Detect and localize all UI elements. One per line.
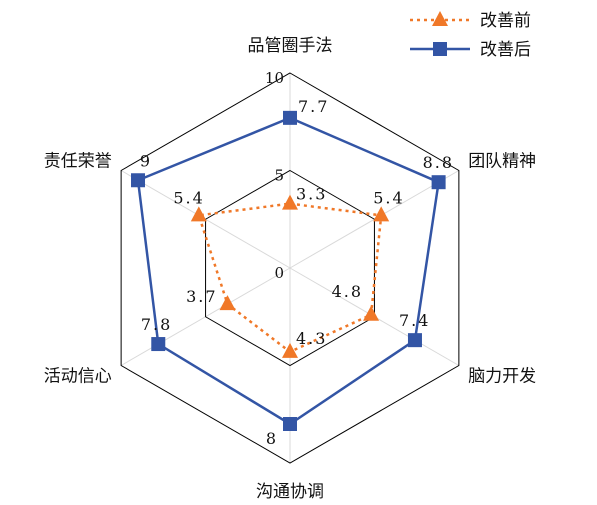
radar-series: [131, 110, 446, 431]
series-marker: [407, 333, 422, 348]
tick-label: 5: [274, 167, 284, 185]
data-label: 7.7: [298, 97, 329, 116]
data-label: 7.8: [141, 315, 172, 334]
axis-label: 沟通协调: [256, 482, 324, 502]
series-marker: [219, 295, 236, 311]
legend-marker: [433, 42, 447, 56]
series-marker: [363, 305, 380, 321]
series-marker: [151, 337, 166, 352]
series-marker: [131, 173, 146, 188]
legend-label: 改善前: [480, 11, 531, 31]
data-label: 9: [140, 151, 152, 170]
axis-label: 品管圈手法: [248, 36, 333, 56]
radar-grid-ring: [120, 72, 460, 464]
data-label: 8.8: [423, 153, 454, 172]
series-line: [136, 116, 440, 426]
axis-label: 团队精神: [468, 152, 536, 172]
axis-label: 脑力开发: [468, 367, 536, 387]
series-marker: [283, 110, 297, 125]
tick-label: 0: [274, 264, 284, 282]
series-marker: [190, 206, 207, 222]
data-label: 3.7: [186, 287, 217, 306]
series-marker: [282, 342, 298, 358]
data-label: 8: [266, 429, 278, 448]
series-marker: [431, 175, 446, 190]
axis-label: 责任荣誉: [44, 152, 112, 172]
series-marker: [373, 206, 390, 222]
data-label: 7.4: [399, 311, 430, 330]
data-label: 3.3: [296, 185, 327, 204]
data-label: 4.3: [296, 329, 327, 348]
radar-grid: [120, 72, 460, 464]
legend-marker: [432, 11, 448, 26]
data-label: 5.4: [173, 188, 204, 207]
data-label: 4.8: [332, 282, 363, 301]
tick-label: 10: [265, 69, 284, 87]
data-label: 5.4: [373, 188, 404, 207]
axis-label: 活动信心: [44, 367, 112, 387]
series-marker: [283, 417, 297, 431]
series-marker: [282, 194, 298, 210]
legend-label: 改善后: [480, 40, 531, 60]
